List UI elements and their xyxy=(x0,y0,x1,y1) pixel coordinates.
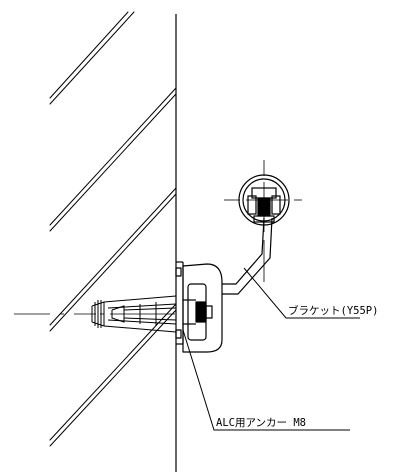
alc-anchor xyxy=(91,295,177,333)
rail-center-lines xyxy=(224,160,302,282)
leader-lines xyxy=(182,267,360,431)
anchor-label: ALC用アンカー M8 xyxy=(216,417,306,429)
bracket-y55p xyxy=(175,217,273,353)
wall-hatching xyxy=(49,11,177,447)
bracket-label: ブラケット(Y55P) xyxy=(288,304,378,317)
